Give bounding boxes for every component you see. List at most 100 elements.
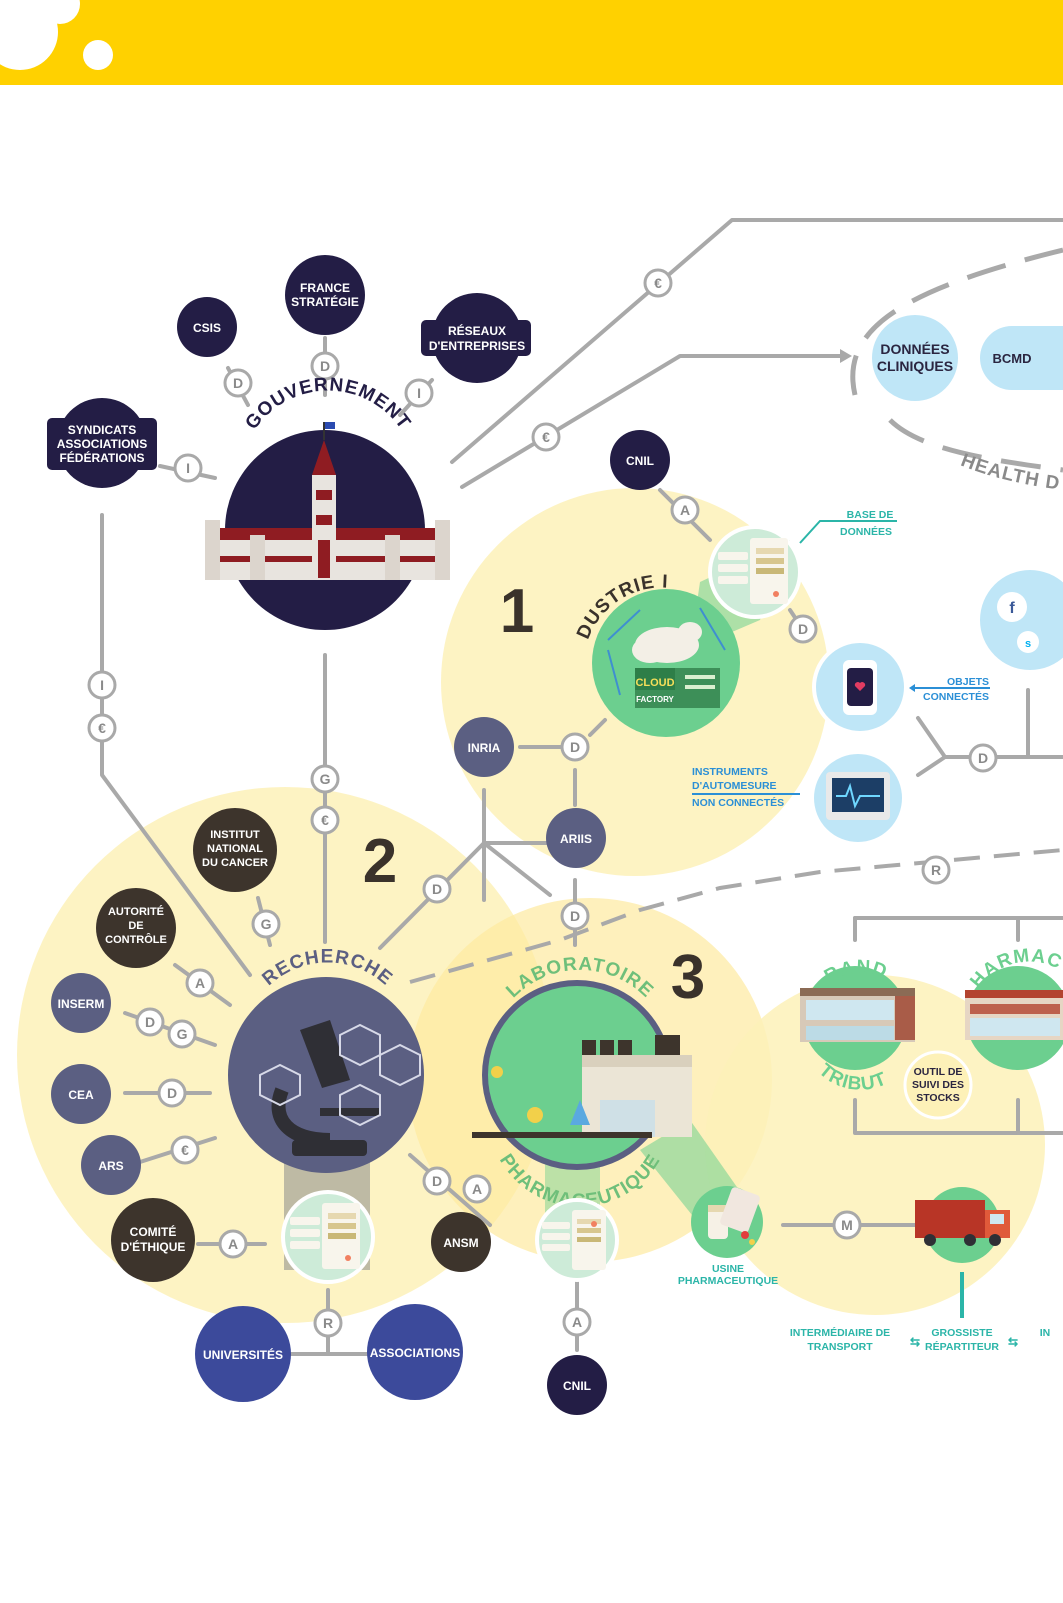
svg-text:D'ÉTHIQUE: D'ÉTHIQUE [121,1239,186,1254]
ars-node[interactable]: ARS [81,1135,141,1195]
svg-text:NATIONAL: NATIONAL [207,843,263,855]
svg-text:A: A [195,975,205,991]
smartwatch-node[interactable] [812,639,908,735]
laboratoire-database-node[interactable] [535,1198,619,1282]
universites-node[interactable]: UNIVERSITÉS [195,1306,291,1402]
database-node[interactable] [708,525,802,619]
badge-euro: € [310,805,340,835]
svg-text:f: f [1009,600,1015,617]
microscope-icon [259,1020,421,1156]
badge-d: D [560,732,590,762]
svg-text:INSTRUMENTS: INSTRUMENTS [692,766,768,778]
badge-d: D [422,874,452,904]
pharmacy-icon [965,990,1063,1040]
cea-node[interactable]: CEA [51,1064,111,1124]
svg-text:OUTIL DE: OUTIL DE [914,1066,963,1078]
svg-text:ASSOCIATIONS: ASSOCIATIONS [370,1346,460,1360]
svg-text:I: I [186,460,190,476]
associations-node[interactable]: ASSOCIATIONS [367,1304,463,1400]
svg-text:STRATÉGIE: STRATÉGIE [291,294,359,309]
svg-text:COMITÉ: COMITÉ [130,1224,177,1239]
comite-ethique-node[interactable]: COMITÉ D'ÉTHIQUE [111,1198,195,1282]
badge-i: I [404,378,434,408]
svg-text:D: D [145,1014,155,1030]
svg-text:SYNDICATS: SYNDICATS [68,423,136,437]
inserm-node[interactable]: INSERM [51,973,111,1033]
cnil-bottom-node[interactable]: CNIL [547,1355,607,1415]
autorite-node[interactable]: AUTORITÉ DE CONTRÔLE [96,888,176,968]
svg-text:R: R [931,862,941,878]
badge-euro: € [643,268,673,298]
badge-a: A [462,1174,492,1204]
svg-text:D: D [432,1173,442,1189]
health-data-hub: HEALTH D [958,450,1061,495]
badge-d: D [157,1078,187,1108]
svg-text:€: € [181,1142,189,1158]
badge-a: A [670,495,700,525]
recherche-database-node[interactable] [281,1190,375,1284]
bcmd-node[interactable]: BCMD [980,326,1063,390]
government-node[interactable]: GOUVERNEMENT [205,374,450,630]
truck-node[interactable] [915,1187,1010,1263]
parliament-building-icon [205,422,450,580]
inria-node[interactable]: INRIA [454,717,514,777]
svg-text:M: M [841,1217,853,1233]
svg-text:OBJETS: OBJETS [947,676,989,688]
usine-pharmaceutique-node[interactable] [691,1186,763,1258]
cluster-number-2: 2 [363,827,397,896]
svg-text:A: A [472,1181,482,1197]
svg-text:CSIS: CSIS [193,321,221,335]
france-strategie-node[interactable]: FRANCE STRATÉGIE [285,255,365,335]
reseaux-entreprises-node[interactable]: RÉSEAUX D'ENTREPRISES [421,293,531,383]
syndicats-node[interactable]: SYNDICATS ASSOCIATIONS FÉDÉRATIONS [47,398,157,488]
svg-text:€: € [321,812,329,828]
svg-text:INRIA: INRIA [468,741,501,755]
svg-text:PHARMACEUTIQUE: PHARMACEUTIQUE [678,1275,778,1287]
instruments-label: INSTRUMENTS D'AUTOMESURE NON CONNECTÉS [692,766,800,809]
svg-text:G: G [177,1026,188,1042]
badge-r: R [313,1308,343,1338]
badge-d: D [560,901,590,931]
svg-text:€: € [98,720,106,736]
svg-text:DU CANCER: DU CANCER [202,857,268,869]
donnees-cliniques-node[interactable]: DONNÉES CLINIQUES [868,311,962,405]
badge-euro: € [170,1135,200,1165]
svg-text:€: € [654,275,662,291]
supermarket-icon [800,988,915,1042]
badge-r: R [921,855,951,885]
badge-d: D [135,1007,165,1037]
badge-g: G [310,764,340,794]
institut-cancer-node[interactable]: INSTITUT NATIONAL DU CANCER [193,808,277,892]
svg-text:FACTORY: FACTORY [636,695,674,704]
skype-icon [1017,631,1039,653]
badge-g: G [251,909,281,939]
badge-g: G [167,1019,197,1049]
social-media-node[interactable]: f s [980,570,1063,670]
delivery-truck-icon [915,1200,1010,1246]
link-badges: € € D D I I I € G € A D D D R D D G A D … [87,268,998,1338]
header-bar [0,0,1063,85]
objets-connectes-label: OBJETS CONNECTÉS [909,676,990,703]
svg-text:ANSM: ANSM [443,1236,478,1250]
ariis-node[interactable]: ARIIS [546,808,606,868]
badge-d: D [788,614,818,644]
svg-text:FÉDÉRATIONS: FÉDÉRATIONS [59,450,144,465]
svg-text:I: I [100,677,104,693]
cnil-node[interactable]: CNIL [610,430,670,490]
pills-icon [708,1187,760,1245]
industrie-iot-node[interactable]: INDUSTRIE IOT CLOUD FACTORY [0,0,740,737]
svg-text:CONTRÔLE: CONTRÔLE [105,933,167,946]
laboratory-building-icon [472,1035,692,1138]
double-arrow-icon: ⇆ [910,1335,920,1349]
usine-label: USINE PHARMACEUTIQUE [678,1263,778,1287]
bubble-decoration [0,0,58,70]
cluster-number-3: 3 [671,943,705,1012]
csis-node[interactable]: CSIS [177,297,237,357]
badge-a: A [185,968,215,998]
svg-text:UNIVERSITÉS: UNIVERSITÉS [203,1347,283,1362]
cluster-number-1: 1 [500,577,534,646]
monitor-node[interactable] [810,750,906,846]
ansm-node[interactable]: ANSM [431,1212,491,1272]
outil-stocks-node[interactable]: OUTIL DE SUIVI DES STOCKS [903,1050,973,1120]
